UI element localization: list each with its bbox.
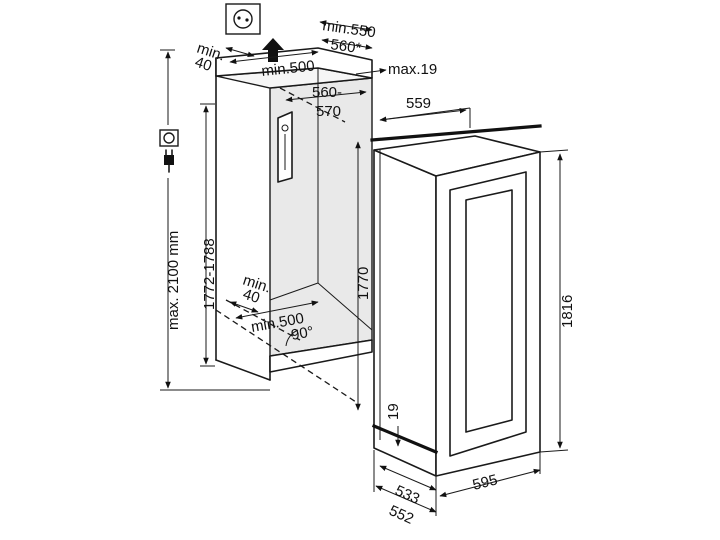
- label-1770: 1770: [355, 267, 372, 300]
- appliance: [370, 107, 542, 477]
- label-560-570-a: 560-: [312, 84, 342, 101]
- power-outlet-icon: [225, 3, 261, 35]
- label-max19: max.19: [388, 61, 437, 78]
- niche-cavity: [215, 47, 373, 403]
- label-min40-top-value: 40: [193, 54, 214, 75]
- label-min500-top: min.500: [261, 57, 316, 79]
- label-559: 559: [406, 95, 431, 112]
- dimension-labels: min.550 560* min. 40 min.500 max.19 560-…: [165, 17, 576, 528]
- plug-icon: [164, 149, 174, 173]
- label-595: 595: [471, 471, 499, 494]
- label-560-570-b: 570: [316, 103, 341, 120]
- label-1772-1788: 1772-1788: [201, 238, 218, 310]
- label-19: 19: [385, 403, 402, 420]
- power-outlet-icon: [159, 129, 179, 147]
- label-min40-bottom-value: 40: [241, 286, 262, 307]
- dimension-lines: [160, 20, 569, 516]
- label-1816: 1816: [559, 295, 576, 328]
- label-560-star: 560*: [329, 36, 362, 57]
- label-90-degree: 90°: [290, 323, 315, 344]
- label-max2100: max. 2100 mm: [165, 231, 182, 330]
